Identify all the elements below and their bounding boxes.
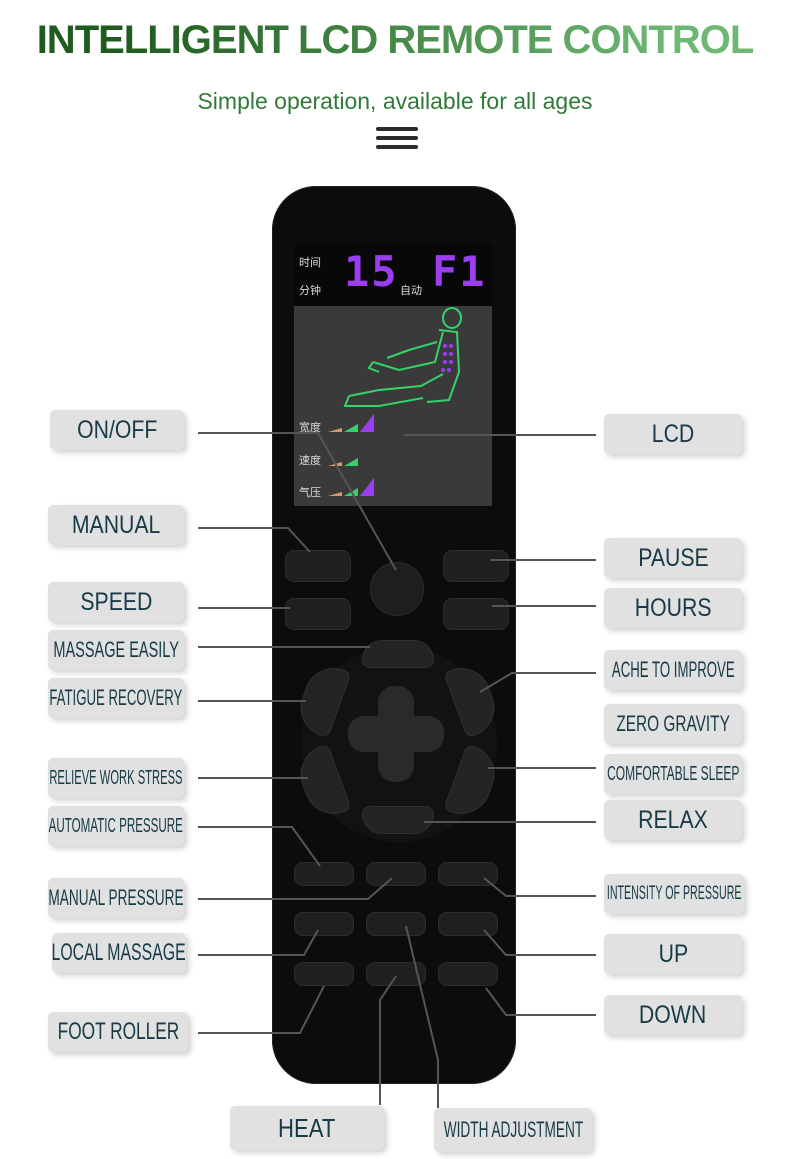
label-down: DOWN [604, 995, 742, 1035]
label-intensity-of-pressure: INTENSITY OF PRESSURE [604, 874, 744, 914]
menu-icon [376, 127, 418, 151]
label-on-off: ON/OFF [50, 410, 184, 450]
label-up: UP [604, 934, 742, 974]
label-speed: SPEED [48, 582, 184, 622]
page-title: INTELLIGENT LCD REMOTE CONTROL [0, 18, 790, 63]
label-pause: PAUSE [604, 538, 742, 578]
label-manual-pressure: MANUAL PRESSURE [48, 878, 184, 918]
local-massage-button[interactable] [294, 912, 354, 936]
automatic-pressure-button[interactable] [294, 862, 354, 886]
lcd-mode-value: F1 [432, 247, 487, 296]
lcd-width-level-icon [328, 414, 374, 432]
massage-easily-button[interactable] [362, 640, 434, 668]
lcd-time-value: 15 [344, 247, 399, 296]
pause-button[interactable] [443, 550, 509, 582]
label-zero-gravity: ZERO GRAVITY [604, 704, 742, 744]
lcd-air-label: 气压 [299, 486, 321, 499]
label-relieve-work-stress: RELIEVE WORK STRESS [48, 758, 184, 798]
foot-roller-button[interactable] [294, 962, 354, 986]
label-automatic-pressure: AUTOMATIC PRESSURE [48, 806, 184, 846]
label-ache-to-improve: ACHE TO IMPROVE [604, 650, 742, 690]
lcd-time-label: 时间 [299, 256, 321, 269]
label-manual: MANUAL [48, 505, 184, 545]
speed-button[interactable] [285, 598, 351, 630]
hours-button[interactable] [443, 598, 509, 630]
massage-chair-figure-icon [343, 307, 462, 407]
manual-pressure-button[interactable] [366, 862, 426, 886]
label-fatigue-recovery: FATIGUE RECOVERY [48, 678, 184, 718]
heat-button[interactable] [366, 962, 426, 986]
lcd-minutes-label: 分钟 [299, 284, 321, 297]
label-hours: HOURS [604, 588, 742, 628]
on-off-button[interactable] [370, 562, 424, 616]
label-width-adjustment: WIDTH ADJUSTMENT [434, 1108, 592, 1152]
label-massage-easily: MASSAGE EASILY [48, 630, 184, 670]
label-heat: HEAT [230, 1106, 384, 1150]
down-button[interactable] [438, 962, 498, 986]
label-relax: RELAX [604, 800, 742, 840]
up-button[interactable] [438, 912, 498, 936]
lcd-width-label: 宽度 [299, 421, 321, 434]
manual-button[interactable] [285, 550, 351, 582]
lcd-auto-label: 自动 [400, 284, 422, 297]
lcd-speed-label: 速度 [299, 454, 321, 467]
relax-button[interactable] [362, 806, 434, 834]
intensity-of-pressure-button[interactable] [438, 862, 498, 886]
label-local-massage: LOCAL MASSAGE [52, 933, 186, 973]
label-lcd: LCD [604, 414, 742, 454]
lcd-air-level-icon [328, 478, 374, 496]
zero-gravity-button[interactable] [348, 686, 444, 782]
label-comfortable-sleep: COMFORTABLE SLEEP [604, 754, 742, 794]
label-foot-roller: FOOT ROLLER [48, 1012, 188, 1052]
width-adjustment-button[interactable] [366, 912, 426, 936]
lcd-screen: 时间 分钟 自动 15 F1 宽度 速度 气压 [294, 244, 492, 506]
page-subtitle: Simple operation, available for all ages [197, 88, 593, 114]
